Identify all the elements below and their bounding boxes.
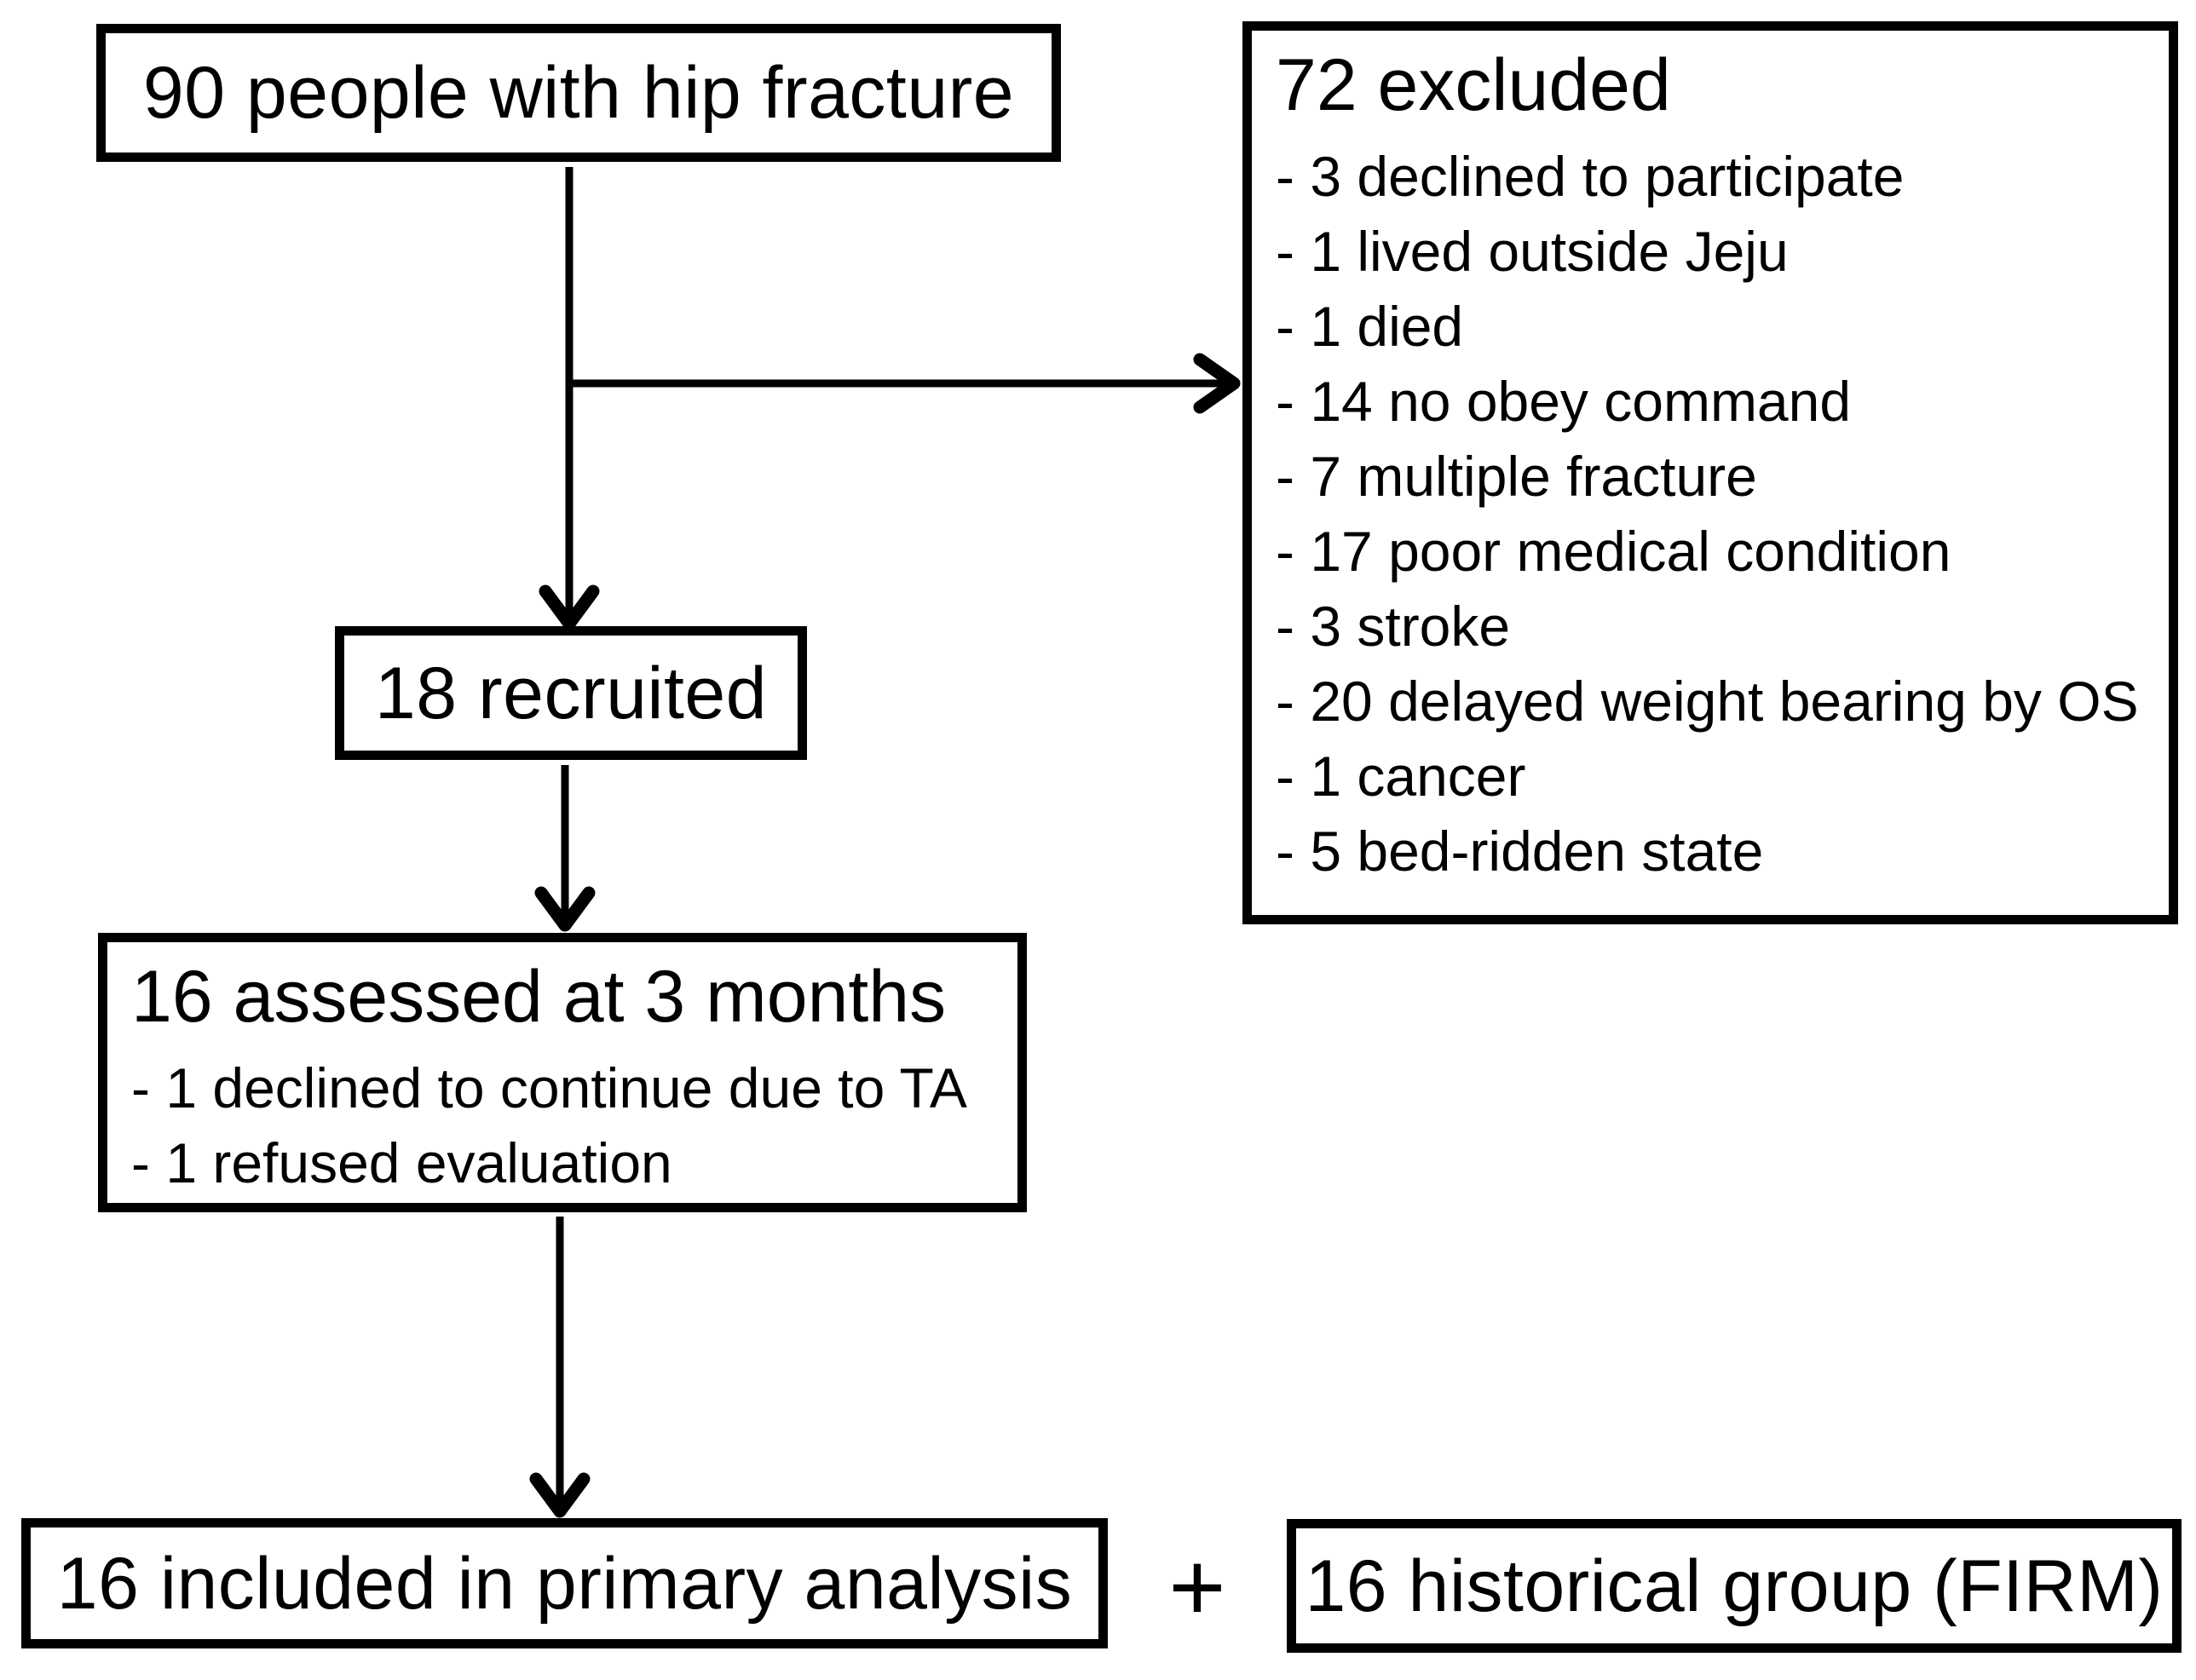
assessed-title: 16 assessed at 3 months [131,956,947,1038]
recruited-box: 18 recruited [335,626,807,760]
excluded-reason-item: - 7 multiple fracture [1276,445,1757,508]
excluded-reason-item: - 14 no obey command [1276,370,1852,433]
excluded-reason-item: - 20 delayed weight bearing by OS [1276,670,2139,733]
arrow-down-assessed-to-primary-icon [529,1217,591,1518]
assessed-reason-item: - 1 declined to continue due to TA [131,1056,967,1119]
enrolled-box: 90 people with hip fracture [96,24,1061,162]
excluded-reason-item: - 5 bed-ridden state [1276,820,1764,883]
excluded-reason-item: - 1 lived outside Jeju [1276,220,1789,283]
recruited-label: 18 recruited [374,652,768,734]
enrolled-label: 90 people with hip fracture [142,52,1015,134]
primary-analysis-label: 16 included in primary analysis [56,1542,1073,1625]
primary-analysis-box: 16 included in primary analysis [21,1518,1108,1648]
excluded-reason-item: - 17 poor medical condition [1276,520,1951,583]
excluded-reason-item: - 1 cancer [1276,745,1526,808]
plus-operator: + [1168,1532,1226,1642]
excluded-reason-item: - 1 died [1276,295,1464,358]
arrow-down-recruited-to-assessed-icon [534,765,596,932]
excluded-title: 72 excluded [1276,44,1671,126]
arrow-right-enrolled-to-excluded-icon [569,353,1241,414]
excluded-box: 72 excluded - 3 declined to participate … [1242,21,2178,924]
historical-group-box: 16 historical group (FIRM) [1287,1519,2182,1653]
historical-group-label: 16 historical group (FIRM) [1305,1545,2164,1627]
assessed-reason-item: - 1 refused evaluation [131,1131,672,1194]
excluded-reason-item: - 3 declined to participate [1276,145,1905,208]
arrow-down-enrolled-to-recruited-icon [539,167,600,630]
excluded-reason-item: - 3 stroke [1276,595,1511,658]
assessed-box: 16 assessed at 3 months - 1 declined to … [98,933,1027,1212]
